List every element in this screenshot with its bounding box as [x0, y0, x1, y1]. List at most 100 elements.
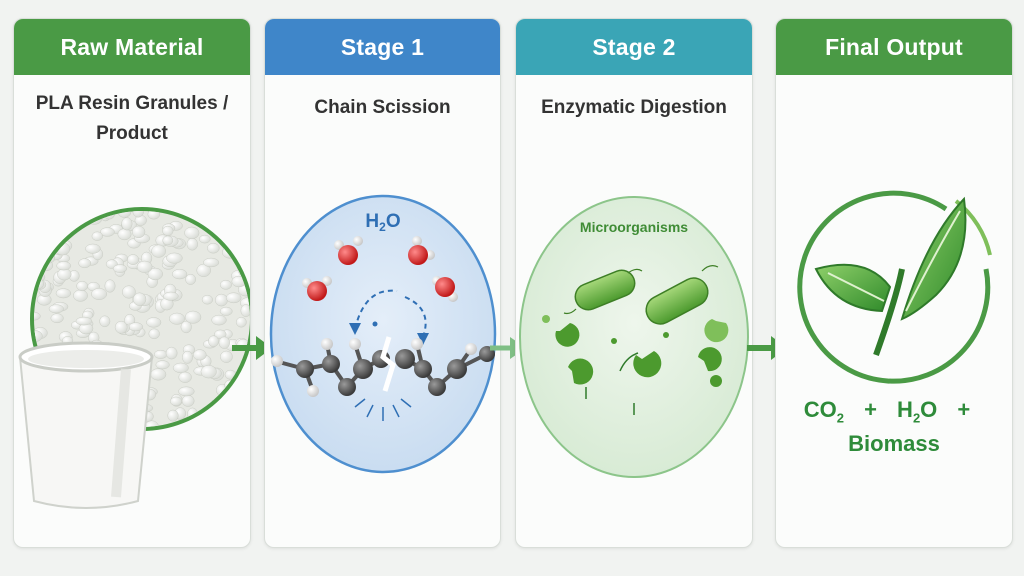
granule	[216, 383, 229, 397]
granule	[127, 238, 141, 249]
h2o-label: H2O	[897, 397, 938, 426]
granule	[71, 320, 84, 330]
granule	[122, 388, 136, 399]
granule	[141, 251, 153, 265]
panel-title: Stage 1	[340, 33, 425, 60]
microorganisms-label: Microorganisms	[579, 219, 689, 235]
granule	[119, 350, 136, 363]
granule	[132, 292, 147, 306]
granule	[184, 226, 200, 240]
granule	[172, 362, 189, 374]
granule	[34, 330, 43, 342]
granule	[186, 311, 199, 324]
granule	[64, 420, 78, 427]
granule	[47, 251, 63, 261]
granule	[60, 240, 73, 252]
granule	[76, 411, 90, 423]
granule	[85, 243, 101, 254]
granule	[62, 211, 78, 217]
granule	[41, 282, 54, 293]
granule	[136, 369, 151, 383]
granule	[124, 394, 138, 404]
granule	[167, 409, 179, 422]
granule	[108, 405, 124, 419]
granule	[235, 316, 247, 328]
granule	[171, 268, 188, 280]
granule	[162, 235, 179, 247]
panel-title: Stage 2	[592, 33, 676, 60]
granule	[240, 304, 250, 317]
granule	[86, 414, 97, 425]
granule	[53, 378, 69, 389]
granule	[165, 346, 178, 360]
granule	[55, 361, 70, 375]
granule	[128, 322, 144, 332]
granule	[51, 301, 69, 312]
panel-subtitle: Enzymatic Digestion	[541, 97, 727, 118]
granule	[38, 283, 52, 297]
granule	[226, 392, 242, 405]
granule	[64, 212, 76, 222]
granule	[67, 347, 80, 360]
granule	[172, 211, 185, 216]
granule	[111, 257, 124, 271]
granule	[180, 320, 192, 334]
granule	[105, 259, 118, 269]
granule	[170, 211, 181, 216]
granule	[83, 256, 99, 266]
granule	[115, 253, 128, 263]
panel-subtitle: Chain Scission	[314, 97, 451, 118]
granule	[182, 350, 193, 364]
enzyme-pacman-icon	[542, 315, 729, 387]
granule	[79, 411, 92, 424]
granule	[54, 242, 71, 256]
granule	[58, 331, 73, 343]
granule	[44, 228, 57, 238]
granule	[84, 371, 101, 385]
granule	[48, 304, 64, 314]
granule	[127, 254, 140, 265]
granule	[52, 275, 64, 287]
granule	[114, 266, 126, 277]
granule	[233, 370, 245, 381]
granule	[114, 320, 128, 334]
granule	[56, 261, 72, 271]
subtitle-line-2: Product	[96, 123, 168, 144]
granule	[174, 407, 187, 420]
granule	[187, 407, 198, 421]
granule	[34, 257, 43, 269]
granule	[155, 293, 168, 306]
granule	[103, 211, 116, 220]
granule	[156, 291, 172, 304]
granule	[92, 424, 103, 427]
granule	[37, 293, 52, 306]
granule	[34, 278, 44, 290]
granule	[132, 258, 146, 270]
granule	[92, 403, 108, 414]
panel-stage-2: Stage 2 Enzymatic Digestion Microorganis…	[515, 18, 753, 548]
granule	[63, 372, 79, 385]
panel-final-output: Final Output CO2 + H2O + Biomass	[775, 18, 1013, 548]
granule	[236, 222, 250, 232]
granule	[182, 344, 195, 355]
granule	[235, 225, 249, 239]
granule	[34, 279, 47, 290]
granule	[184, 310, 202, 324]
granule	[125, 364, 138, 379]
granule	[92, 248, 104, 261]
granule	[162, 225, 174, 236]
granule	[78, 398, 93, 409]
granule	[119, 358, 135, 368]
granule	[238, 421, 250, 427]
granule	[153, 349, 168, 359]
granule	[233, 211, 246, 215]
granule	[219, 279, 232, 290]
granule	[207, 367, 222, 380]
granule	[88, 331, 100, 344]
granule	[134, 233, 151, 244]
granule	[147, 211, 161, 220]
granule	[144, 420, 159, 427]
granule	[39, 259, 54, 272]
granule	[117, 228, 132, 241]
output-formula: CO2 + H2O +	[776, 397, 1012, 425]
